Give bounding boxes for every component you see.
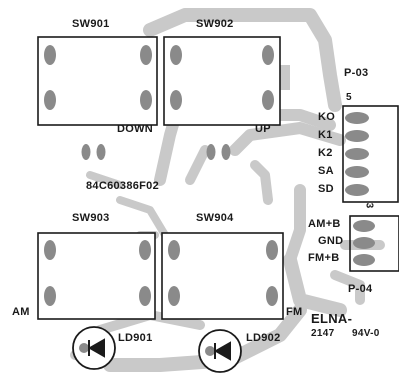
- fm-label: FM: [286, 306, 303, 318]
- p03-pin-sd: SD: [318, 183, 334, 195]
- switch-pad: [262, 45, 274, 65]
- switch-pad: [44, 286, 56, 306]
- switch-pad: [170, 45, 182, 65]
- up-label: UP: [255, 123, 271, 135]
- sw904-label: SW904: [196, 212, 234, 224]
- switch-body: [163, 36, 281, 126]
- switch-pad: [140, 45, 152, 65]
- switch-pad: [168, 286, 180, 306]
- switch-pad: [139, 286, 151, 306]
- switch-sw901: [37, 36, 158, 126]
- switch-pad: [262, 90, 274, 110]
- sw903-label: SW903: [72, 212, 110, 224]
- led-pad: [205, 346, 215, 356]
- switch-pad: [140, 90, 152, 110]
- connector-pin: [353, 237, 375, 249]
- am-label: AM: [12, 306, 30, 318]
- switch-pad: [168, 240, 180, 260]
- ld901-label: LD901: [118, 332, 153, 344]
- led-diode-icon: [87, 338, 105, 358]
- connector-p04: [349, 215, 399, 272]
- p03-pin-ko: KO: [318, 111, 336, 123]
- pad-pair: [206, 144, 231, 160]
- pad-pair: [81, 144, 106, 160]
- switch-pad: [139, 240, 151, 260]
- p03-label: P-03: [344, 67, 369, 79]
- switch-body: [37, 36, 158, 126]
- connector-pin: [353, 220, 375, 232]
- down-label: DOWN: [117, 123, 154, 135]
- p04-pin-gnd: GND: [318, 235, 344, 247]
- connector-pin: [353, 254, 375, 266]
- p04-pin1-marker: 3: [363, 202, 375, 209]
- connector-pin: [345, 166, 369, 178]
- switch-pad: [266, 286, 278, 306]
- led-ld902: [198, 329, 242, 373]
- p04-label: P-04: [348, 283, 373, 295]
- led-ld901: [72, 326, 116, 370]
- switch-pad: [170, 90, 182, 110]
- led-diode-icon: [213, 341, 231, 361]
- connector-p03: [342, 105, 399, 203]
- switch-pad: [44, 90, 56, 110]
- switch-body: [37, 232, 156, 320]
- date-code: 2147: [311, 328, 335, 339]
- switch-pad: [266, 240, 278, 260]
- p03-pin1-marker: 5: [346, 92, 352, 103]
- ld902-label: LD902: [246, 332, 281, 344]
- connector-pin: [345, 184, 369, 196]
- p04-pin-fmb: FM+B: [308, 252, 340, 264]
- manufacturer-label: ELNA-: [311, 311, 353, 326]
- switch-sw902: [163, 36, 281, 126]
- connector-pin: [345, 112, 369, 124]
- connector-pin: [345, 130, 369, 142]
- connector-pin: [345, 148, 369, 160]
- led-pad: [79, 343, 89, 353]
- switch-body: [161, 232, 284, 320]
- sw901-label: SW901: [72, 18, 110, 30]
- switch-pad: [44, 45, 56, 65]
- p03-pin-k2: K2: [318, 147, 333, 159]
- switch-pad: [44, 240, 56, 260]
- p03-pin-k1: K1: [318, 129, 333, 141]
- part-number: 84C60386F02: [86, 180, 160, 192]
- connector-outline: [342, 105, 399, 203]
- p03-pin-sa: SA: [318, 165, 334, 177]
- sw902-label: SW902: [196, 18, 234, 30]
- p04-pin-amb: AM+B: [308, 218, 341, 230]
- connector-outline: [349, 215, 399, 272]
- switch-sw903: [37, 232, 156, 320]
- rating-label: 94V-0: [352, 328, 380, 339]
- switch-sw904: [161, 232, 284, 320]
